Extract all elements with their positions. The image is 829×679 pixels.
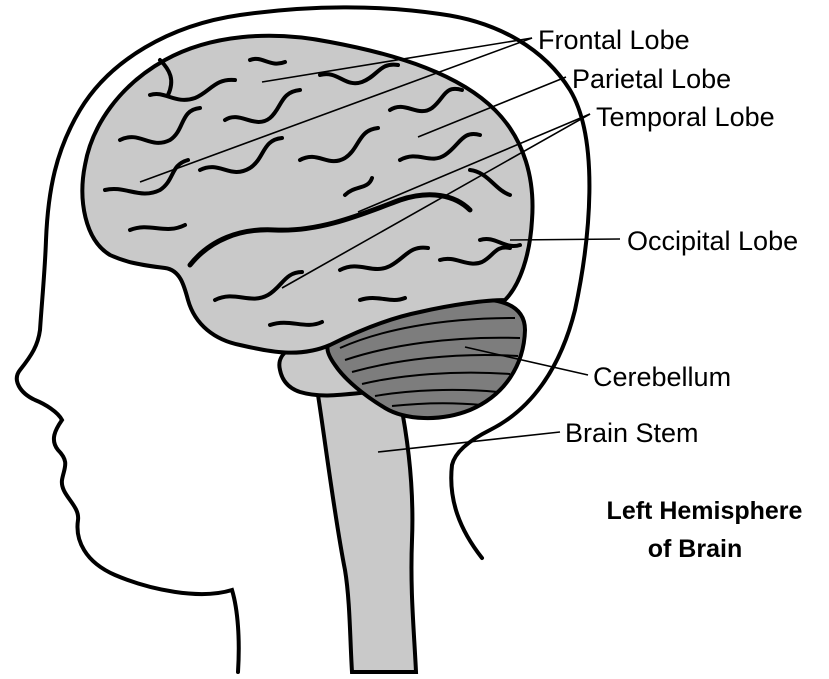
label-cerebellum: Cerebellum	[593, 364, 731, 391]
caption-line-1: Left Hemisphere	[582, 497, 827, 526]
brain-stem-shape	[318, 390, 416, 672]
caption-line-2: of Brain	[620, 535, 770, 564]
label-temporal-lobe: Temporal Lobe	[596, 104, 775, 131]
leader-occipital	[510, 239, 620, 240]
label-frontal-lobe: Frontal Lobe	[538, 27, 690, 54]
label-parietal-lobe: Parietal Lobe	[572, 66, 731, 93]
label-brain-stem: Brain Stem	[565, 420, 699, 447]
label-occipital-lobe: Occipital Lobe	[627, 228, 798, 255]
